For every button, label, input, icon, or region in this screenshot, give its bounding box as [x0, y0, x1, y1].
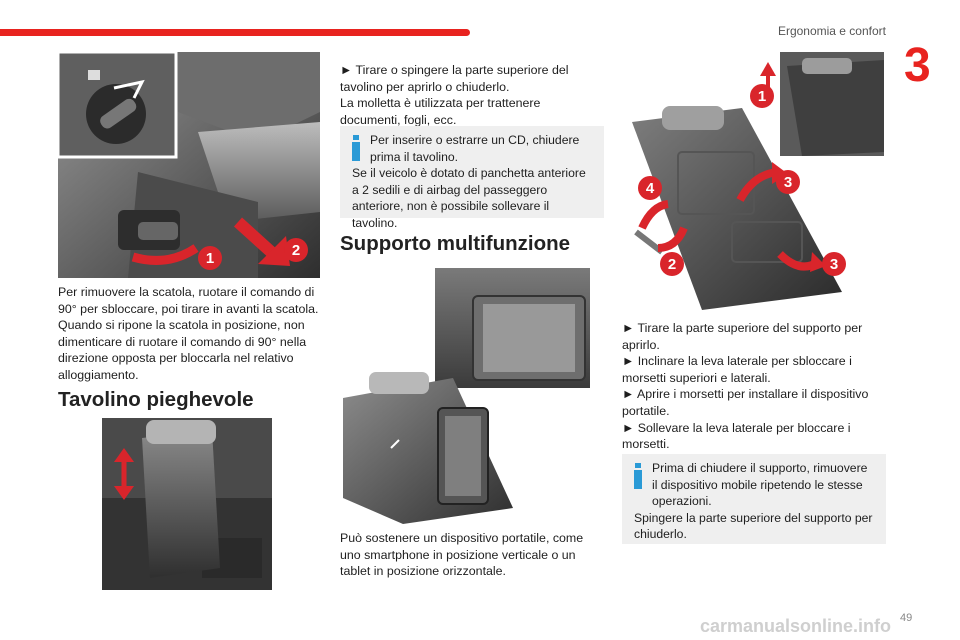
info-note-support: Prima di chiudere il supporto, rimuovere…: [622, 454, 886, 544]
support-step-lock: ► Sollevare la leva laterale per bloccar…: [622, 420, 851, 452]
watermark: carmanualsonline.info: [700, 616, 892, 636]
callout-1: 1: [758, 88, 766, 105]
callout-1: 1: [206, 250, 214, 267]
callout-3: 3: [784, 174, 792, 191]
multifunction-support-description: Può sostenere un dispositivo portatile, …: [340, 531, 584, 579]
callout-badge: [198, 246, 222, 270]
note-text-airbag: Se il veicolo è dotato di panchetta ante…: [352, 166, 586, 230]
note-text-cd: Per inserire o estrarre un CD, chiudere …: [370, 133, 580, 164]
chapter-number: 3: [904, 39, 931, 92]
callout-2: 2: [292, 242, 300, 259]
storage-box-instructions: Per rimuovere la scatola, ruotare il com…: [58, 285, 319, 382]
support-step-unlock: ► Inclinare la leva laterale per sblocca…: [622, 354, 852, 385]
folding-table-illustration: [102, 418, 272, 590]
info-icon: [350, 135, 362, 161]
support-step-open: ► Tirare la parte superiore del supporto…: [622, 321, 863, 352]
section-heading-folding-table: Tavolino pieghevole: [58, 388, 254, 411]
info-note-table: Per inserire o estrarre un CD, chiudere …: [340, 126, 604, 230]
callout-2: 2: [668, 256, 676, 273]
note-text-close-support: Spingere la parte superiore del supporto…: [634, 510, 873, 542]
callout-3-lower: 3: [830, 256, 838, 273]
info-icon: [632, 463, 644, 489]
multifunction-support-steps-illustration: 1 2 3 3 4: [622, 52, 884, 312]
multifunction-support-tablet-illustration: [343, 268, 590, 524]
callout-badge: [284, 238, 308, 262]
section-heading-multifunction-support: Supporto multifunzione: [340, 232, 571, 255]
table-clip-instruction: La molletta è utilizzata per trattenere …: [340, 96, 541, 127]
note-text-remove-device: Prima di chiudere il supporto, rimuovere…: [652, 461, 868, 509]
header-accent-bar: [0, 29, 470, 36]
storage-box-illustration: 1 2: [58, 52, 320, 278]
callout-4: 4: [646, 180, 655, 197]
chapter-title: Ergonomia e confort: [777, 24, 886, 38]
support-step-install: ► Aprire i morsetti per installare il di…: [622, 387, 869, 418]
table-open-close-instruction: ► Tirare o spingere la parte superiore d…: [340, 63, 569, 94]
page-number: 49: [900, 612, 913, 624]
